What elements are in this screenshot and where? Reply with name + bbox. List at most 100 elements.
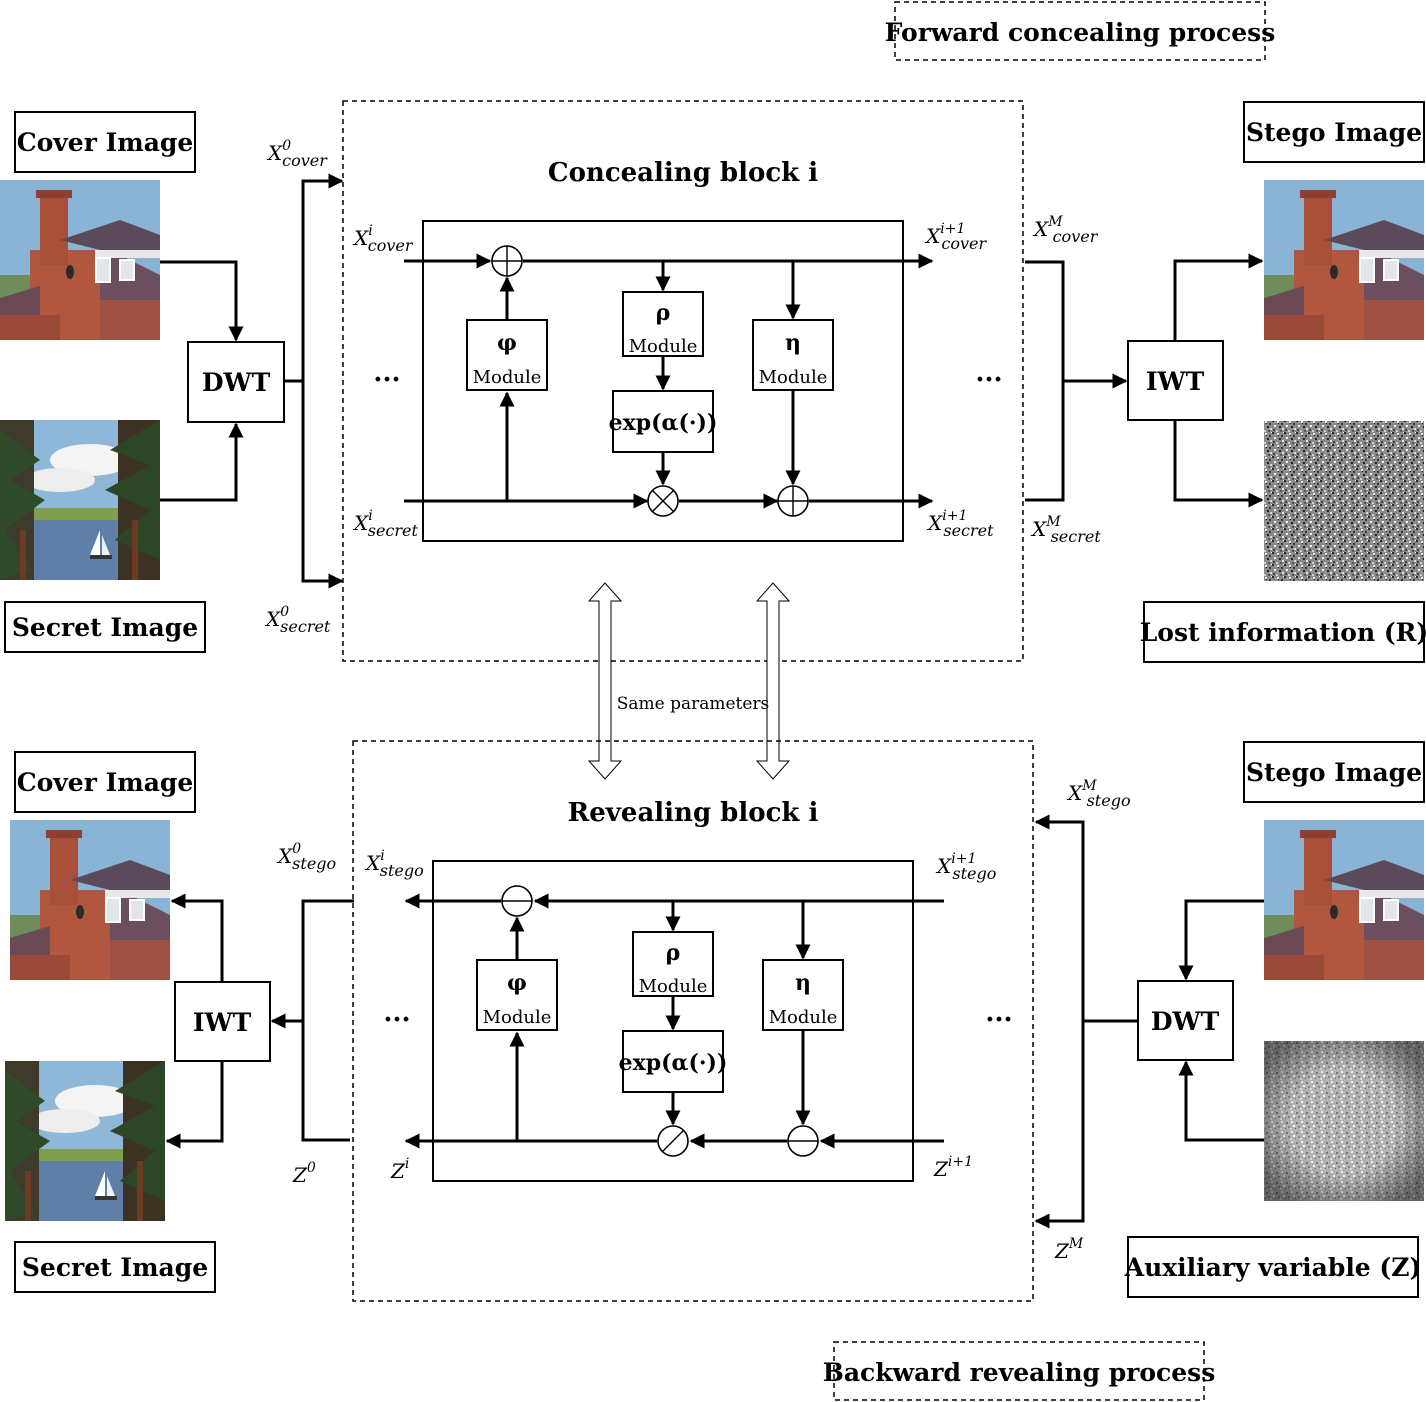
rev-phi-symbol: φ	[507, 970, 527, 996]
forward-iwt-label: IWT	[1146, 367, 1205, 396]
rev-eta-module-box	[762, 959, 844, 1031]
double-arrow-left-icon	[587, 582, 623, 780]
multiply-operator-icon	[647, 485, 679, 517]
rho-module-box	[622, 291, 704, 357]
backward-process-label-box	[833, 1341, 1205, 1401]
concealing-block-dashed	[342, 100, 1024, 662]
backward-dwt-label: DWT	[1151, 1007, 1220, 1036]
rev-stego-image-label: Stego Image	[1246, 758, 1422, 787]
rev-merge-bracket	[301, 899, 354, 1142]
secret-image-label: Secret Image	[12, 613, 198, 642]
rev-eta-symbol: η	[795, 970, 811, 996]
rho-module-label: Module	[629, 336, 698, 357]
stego-image-label: Stego Image	[1246, 118, 1422, 147]
forward-dwt-label: DWT	[202, 368, 271, 397]
rev-exp-box	[622, 1030, 724, 1093]
backward-dwt-box	[1137, 980, 1234, 1061]
add-operator-icon	[777, 485, 809, 517]
rev-cover-image-label-box	[14, 751, 196, 813]
same-parameters-section: Same parameters	[587, 582, 791, 780]
dwt-to-cover-arrow	[301, 173, 344, 381]
phi-module-label: Module	[473, 367, 542, 388]
rev-rho-module-label: Module	[639, 976, 708, 997]
rev-cover-image-label: Cover Image	[17, 768, 194, 797]
iwt-to-lost-arrow	[1173, 420, 1264, 508]
forward-process-label: Forward concealing process	[885, 18, 1276, 47]
zi-label: Zi	[390, 1156, 409, 1183]
iwt-to-cover-arrow	[170, 893, 224, 982]
concealing-inner-box	[422, 220, 904, 542]
noise-pattern-icon	[1264, 421, 1424, 581]
lost-info-label-box	[1143, 601, 1425, 663]
revealing-block-dashed	[352, 740, 1034, 1302]
concealing-block-title: Concealing block i	[548, 158, 818, 188]
svg-text:Zi: Zi	[390, 1156, 409, 1183]
zm-label: ZM	[1054, 1236, 1084, 1263]
split-to-z-arrow	[1034, 1021, 1085, 1229]
rev-exp-label: exp(α(·))	[619, 1050, 728, 1076]
stego-to-dwt-arrow	[1178, 899, 1264, 981]
z0-label: Z0	[292, 1160, 316, 1187]
lake-sailboat-photo-icon	[0, 420, 160, 580]
backward-iwt-label: IWT	[193, 1008, 252, 1037]
exp-box	[612, 390, 714, 453]
eta-module-box	[752, 319, 834, 391]
cover-image-label-box	[14, 111, 196, 173]
eta-module-label: Module	[759, 367, 828, 388]
rho-symbol: ρ	[656, 300, 671, 326]
revealing-block-title: Revealing block i	[568, 798, 819, 828]
rev-secret-image-label: Secret Image	[22, 1253, 208, 1282]
rev-secret-image-label-box	[14, 1241, 216, 1293]
rev-house-photo-icon	[10, 820, 170, 980]
dwt-to-secret-arrow	[301, 381, 344, 589]
merge-bracket	[1025, 260, 1065, 502]
eta-symbol: η	[785, 330, 801, 356]
divide-operator-icon	[657, 1125, 689, 1157]
aux-variable-label-box	[1127, 1236, 1419, 1298]
rev-lake-sailboat-photo-icon	[5, 1061, 165, 1221]
secret-to-dwt-arrow	[160, 422, 244, 502]
svg-text:ZM: ZM	[1054, 1236, 1084, 1263]
forward-ellipsis-right: ···	[975, 365, 1002, 395]
phi-symbol: φ	[497, 330, 517, 356]
cover-image-label: Cover Image	[17, 128, 194, 157]
same-parameters-label: Same parameters	[617, 694, 770, 714]
aux-noise-pattern-icon	[1264, 1041, 1424, 1201]
forward-ellipsis-left: ···	[373, 365, 400, 395]
rev-phi-module-label: Module	[483, 1007, 552, 1028]
svg-text:Zi+1: Zi+1	[933, 1154, 973, 1181]
forward-dwt-box	[187, 341, 285, 423]
backward-ellipsis-left: ···	[383, 1005, 410, 1035]
zi1-label: Zi+1	[933, 1154, 973, 1181]
split-to-stego-arrow	[1034, 814, 1085, 1021]
revealing-inner-box	[432, 860, 914, 1182]
backward-ellipsis-right: ···	[985, 1005, 1012, 1035]
aux-variable-label: Auxiliary variable (Z)	[1124, 1253, 1422, 1282]
rev-stego-house-photo-icon	[1264, 820, 1424, 980]
forward-iwt-box	[1127, 340, 1224, 421]
rev-stego-image-label-box	[1243, 741, 1425, 803]
iwt-to-stego-arrow	[1173, 253, 1264, 341]
house-photo-icon	[0, 180, 160, 340]
stego-image-label-box	[1243, 101, 1425, 163]
rev-rho-symbol: ρ	[666, 940, 681, 966]
